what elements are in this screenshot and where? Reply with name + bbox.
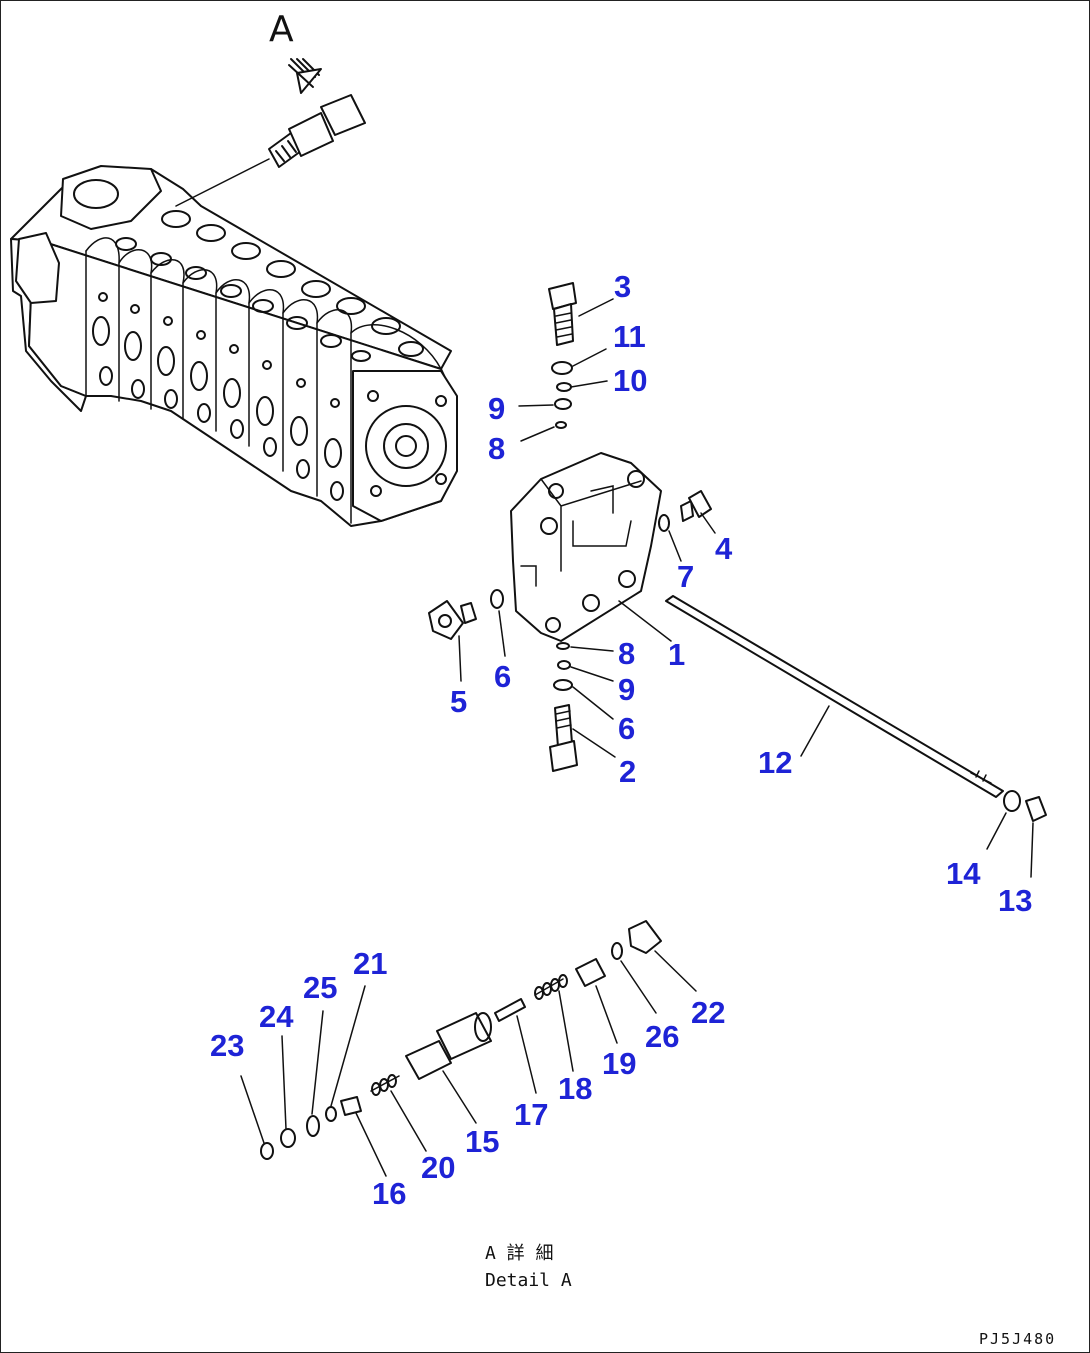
detail-a-parts [260, 920, 662, 1160]
callout-11: 11 [613, 319, 646, 354]
callout-9-upper: 9 [488, 391, 505, 426]
callout-22: 22 [691, 995, 725, 1030]
plug-2 [549, 704, 578, 772]
callout-14: 14 [946, 856, 981, 891]
callout-labels: 3 11 10 9 8 4 7 1 6 5 8 9 6 2 12 14 13 2… [210, 269, 1032, 1211]
leader-lines [240, 298, 1034, 1177]
rings-upper [551, 361, 573, 429]
callout-4: 4 [715, 531, 733, 566]
plug-3 [548, 282, 577, 346]
detail-caption-en: Detail A [485, 1270, 572, 1291]
callout-5: 5 [450, 684, 467, 719]
callout-6-left: 6 [494, 659, 511, 694]
callout-2: 2 [619, 754, 636, 789]
callout-19: 19 [602, 1046, 636, 1081]
callout-1: 1 [668, 637, 685, 672]
callout-7: 7 [677, 559, 694, 594]
callout-16: 16 [372, 1176, 406, 1211]
plug-5 [428, 589, 504, 640]
callout-3: 3 [614, 269, 631, 304]
callout-6-lower: 6 [618, 711, 635, 746]
callout-18: 18 [558, 1071, 592, 1106]
callout-25: 25 [303, 970, 337, 1005]
callout-15: 15 [465, 1124, 499, 1159]
callout-8-lower: 8 [618, 636, 635, 671]
tie-rod-12 [665, 595, 1047, 822]
callout-24: 24 [259, 999, 294, 1034]
callout-20: 20 [421, 1150, 455, 1185]
view-letter: A [269, 9, 294, 50]
callout-13: 13 [998, 883, 1032, 918]
callout-12: 12 [758, 745, 792, 780]
plug-4 [658, 490, 712, 532]
view-arrow [288, 58, 322, 94]
drawing-code: PJ5J480 [979, 1330, 1056, 1348]
section-body-1 [510, 452, 662, 642]
leader-line-a [175, 158, 270, 207]
callout-23: 23 [210, 1028, 244, 1063]
main-valve-assembly [10, 165, 458, 527]
relief-valve-top [268, 94, 366, 168]
detail-caption-jp: A 詳 細 [485, 1243, 554, 1264]
callout-17: 17 [514, 1097, 548, 1132]
callout-9-lower: 9 [618, 672, 635, 707]
callout-21: 21 [353, 946, 387, 981]
callout-8-upper: 8 [488, 431, 505, 466]
callout-10: 10 [613, 363, 647, 398]
rings-lower [553, 642, 573, 691]
callout-26: 26 [645, 1019, 679, 1054]
